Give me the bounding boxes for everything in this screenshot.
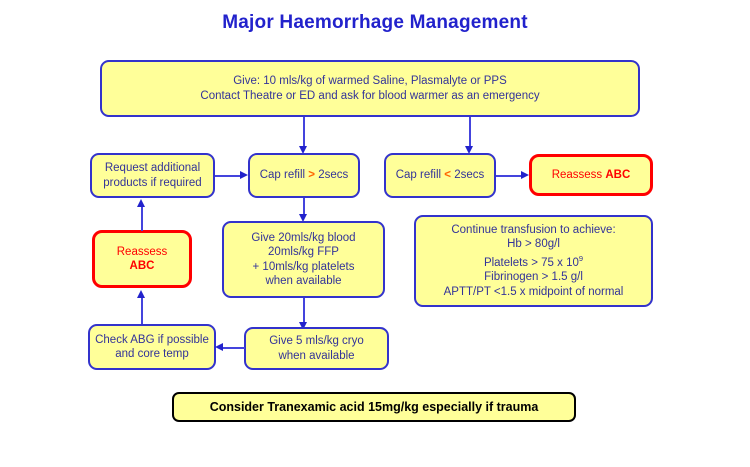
transfusion-line2: Hb > 80g/l xyxy=(507,238,560,251)
cap-over-operator: > xyxy=(308,169,316,182)
request-products-line1: Request additional xyxy=(104,162,201,174)
request-products-line2: products if required xyxy=(103,176,202,189)
transfusion-line3-text: Platelets > 75 x 10 xyxy=(483,256,579,269)
give-cryo-line2: when available xyxy=(278,349,355,362)
arrowhead-abg-to-reassess xyxy=(137,290,145,298)
arrowhead-blood-to-cryo xyxy=(299,322,307,330)
tranexamic-acid-label: Consider Tranexamic acid 15mg/kg especia… xyxy=(209,399,539,414)
node-reassess-abc-right: Reassess ABC xyxy=(529,154,653,196)
node-reassess-abc-left: Reassess ABC xyxy=(92,230,192,288)
cap-under-suffix: 2secs xyxy=(451,169,485,182)
give-blood-line1: Give 20mls/kg blood xyxy=(251,231,356,244)
connector-cap-over-to-blood xyxy=(303,198,305,218)
reassess-abc-right-label: Reassess xyxy=(551,168,606,181)
reassess-abc-left-line2: ABC xyxy=(129,260,155,272)
give-blood-line2: 20mls/kg FFP xyxy=(268,246,339,258)
node-cap-refill-under-2secs: Cap refill < 2secs xyxy=(384,153,496,198)
connector-request-to-cap-over xyxy=(215,175,243,177)
reassess-abc-right-bold: ABC xyxy=(605,168,631,181)
cap-under-operator: < xyxy=(444,169,452,182)
arrowhead-reassess-to-request xyxy=(137,199,145,207)
connector-blood-to-cryo xyxy=(303,298,305,326)
transfusion-line1: Continue transfusion to achieve: xyxy=(451,223,616,236)
arrowhead-cap-under-to-reassess xyxy=(521,171,529,179)
arrowhead-request-to-cap-over xyxy=(240,171,248,179)
transfusion-line4: Fibrinogen > 1.5 g/l xyxy=(484,271,583,284)
check-abg-line2: and core temp xyxy=(115,348,189,360)
transfusion-line3-superscript: 9 xyxy=(578,253,584,263)
arrowhead-top-to-cap-under xyxy=(465,146,473,154)
node-tranexamic-acid: Consider Tranexamic acid 15mg/kg especia… xyxy=(172,392,576,422)
connector-top-to-cap-under xyxy=(469,117,471,150)
node-check-abg: Check ABG if possible and core temp xyxy=(88,324,216,370)
give-blood-line4: when available xyxy=(265,275,342,287)
arrowhead-top-to-cap-over xyxy=(299,146,307,154)
connector-cryo-to-abg xyxy=(223,347,245,349)
node-give-cryo: Give 5 mls/kg cryo when available xyxy=(244,327,389,370)
connector-cap-under-to-reassess xyxy=(496,175,524,177)
initial-resuscitation-line1: Give: 10 mls/kg of warmed Saline, Plasma… xyxy=(233,75,507,87)
node-cap-refill-over-2secs: Cap refill > 2secs xyxy=(248,153,360,198)
transfusion-line5: APTT/PT <1.5 x midpoint of normal xyxy=(443,285,624,298)
reassess-abc-left-line1: Reassess xyxy=(116,245,168,258)
connector-abg-to-reassess xyxy=(141,296,143,324)
cap-under-prefix: Cap refill xyxy=(395,169,445,182)
initial-resuscitation-line2: Contact Theatre or ED and ask for blood … xyxy=(200,89,540,102)
page-title: Major Haemorrhage Management xyxy=(222,12,528,33)
cap-over-prefix: Cap refill xyxy=(259,169,309,182)
check-abg-line1: Check ABG if possible xyxy=(95,333,209,346)
give-blood-line3: + 10mls/kg platelets xyxy=(252,260,355,273)
arrowhead-cap-over-to-blood xyxy=(299,214,307,222)
connector-top-to-cap-over xyxy=(303,117,305,150)
connector-reassess-to-request xyxy=(141,205,143,231)
node-initial-resuscitation: Give: 10 mls/kg of warmed Saline, Plasma… xyxy=(100,60,640,117)
cap-over-suffix: 2secs xyxy=(315,169,349,182)
node-transfusion-targets: Continue transfusion to achieve: Hb > 80… xyxy=(414,215,653,307)
give-cryo-line1: Give 5 mls/kg cryo xyxy=(269,335,364,347)
arrowhead-cryo-to-abg xyxy=(215,343,223,351)
node-request-products: Request additional products if required xyxy=(90,153,215,198)
transfusion-line3: Platelets > 75 x 109 xyxy=(421,252,646,270)
node-give-blood-products: Give 20mls/kg blood 20mls/kg FFP + 10mls… xyxy=(222,221,385,298)
